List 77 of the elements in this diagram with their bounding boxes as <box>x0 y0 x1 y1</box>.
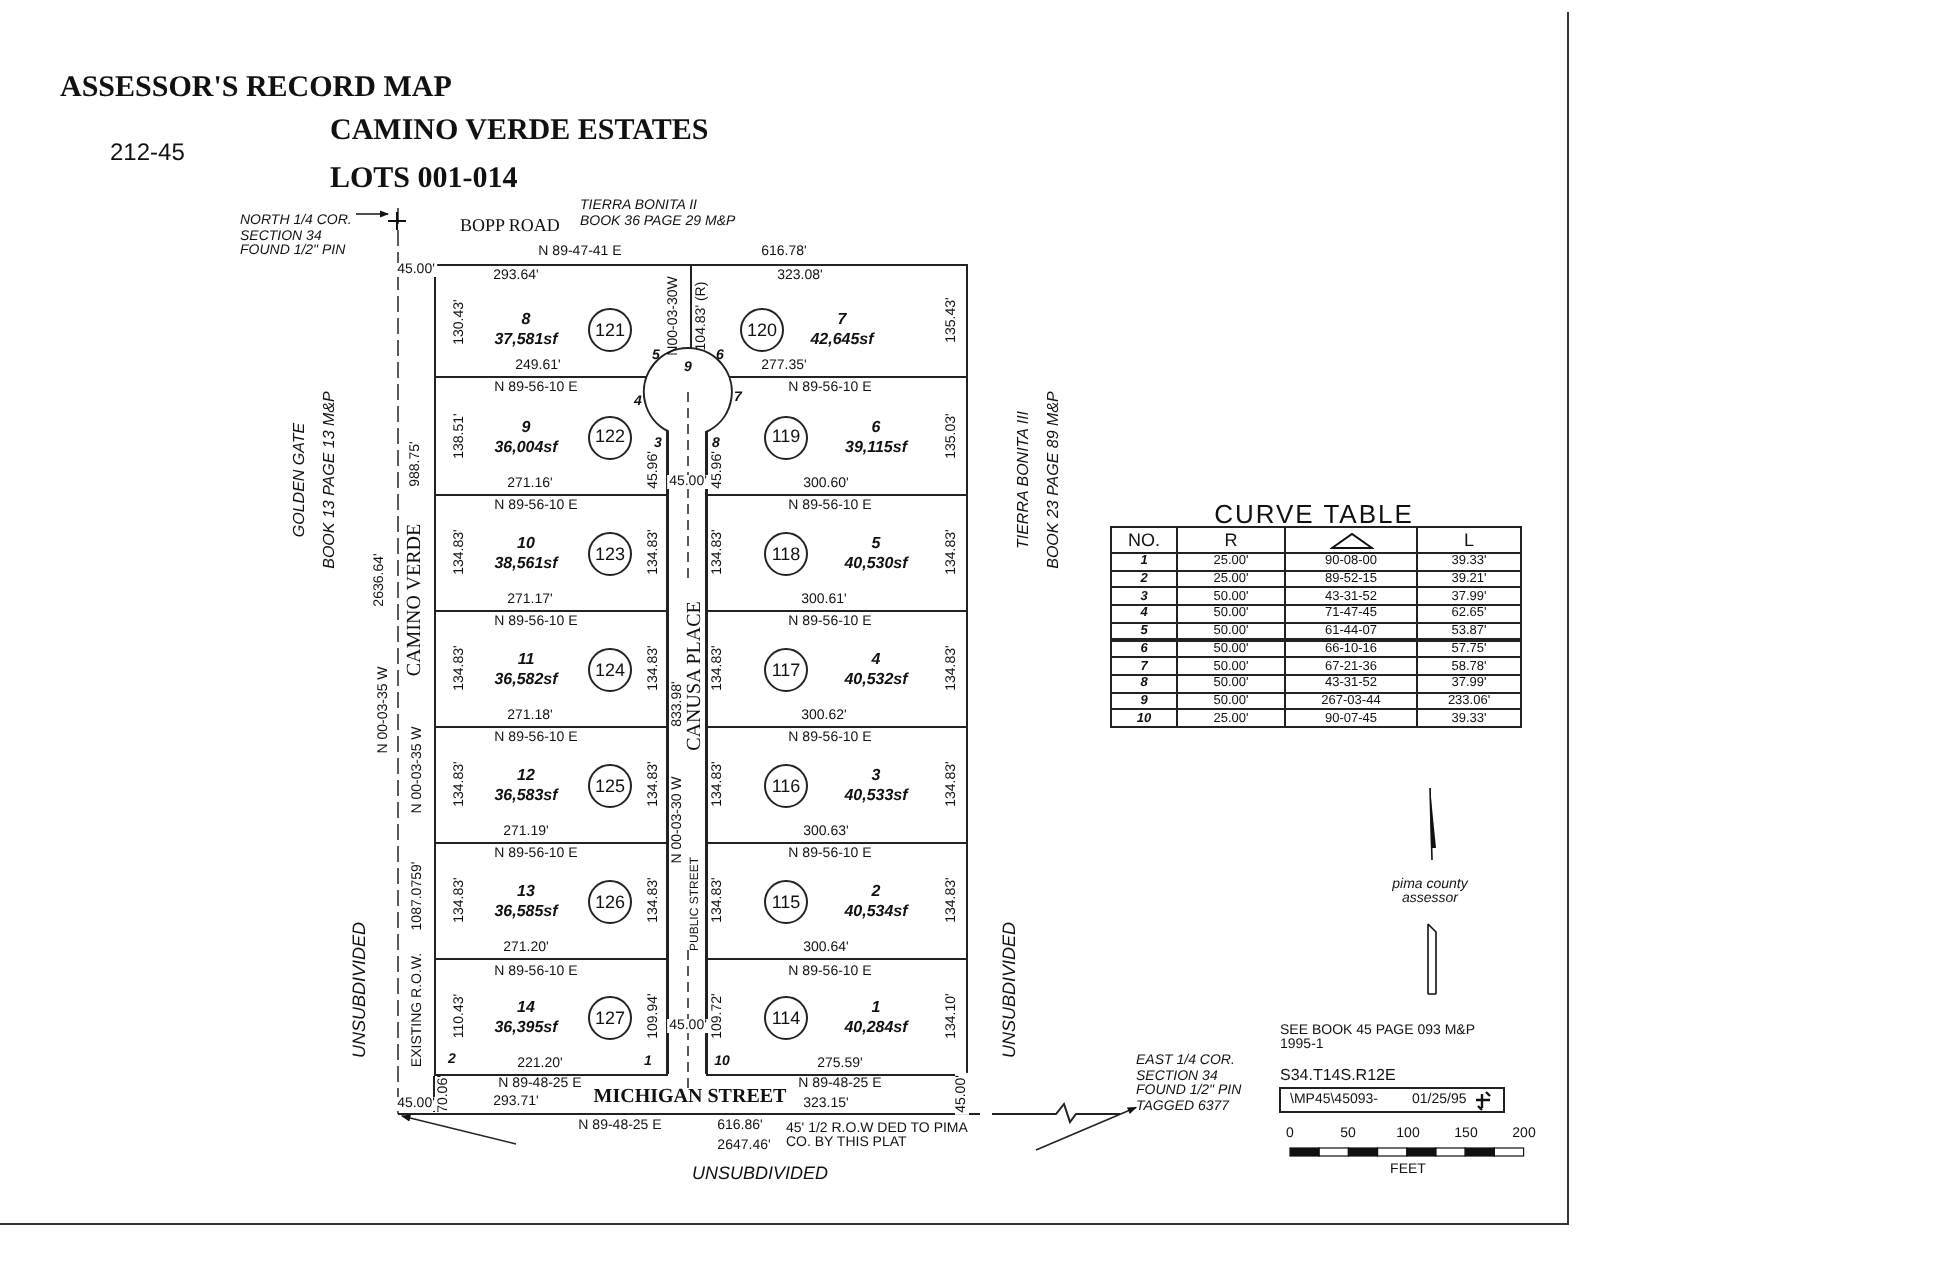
book-number-circle <box>764 996 808 1040</box>
book-number-circle <box>764 880 808 924</box>
lot-area: 40,530sf <box>844 556 908 572</box>
book-number-circle <box>764 532 808 576</box>
map-heading: LOTS 001-014 <box>330 165 518 195</box>
lot-number: 4 <box>871 652 881 668</box>
leader-arrow <box>355 210 390 218</box>
lot-area: 36,585sf <box>494 904 558 920</box>
book-number-circle <box>588 415 632 459</box>
map-heading: CANUSA PLACE <box>686 601 706 751</box>
lot-area: 37,581sf <box>494 332 558 348</box>
lot-number: 11 <box>517 652 535 668</box>
lot-area: 42,645sf <box>810 332 874 348</box>
lot-number: 1 <box>871 1000 881 1016</box>
book-number-circle <box>588 880 632 924</box>
book-number: 120 <box>746 321 778 339</box>
lot-area: 40,533sf <box>844 788 908 804</box>
book-number-circle <box>588 532 632 576</box>
lot-number: 12 <box>517 768 535 784</box>
lot-number: 5 <box>871 536 881 552</box>
lot-area: 36,004sf <box>494 439 558 455</box>
lot-area: 40,532sf <box>844 672 908 688</box>
adjoining-parcel-label: BOOK 23 PAGE 89 M&P <box>1046 391 1062 569</box>
table-header-cell: L <box>1416 526 1522 554</box>
book-number-circle <box>764 415 808 459</box>
leader-arrow <box>1035 1106 1138 1151</box>
adjoining-parcel-label: BOOK 13 PAGE 13 M&P <box>322 391 338 569</box>
book-number: 122 <box>594 428 626 446</box>
map-heading: CAMINO VERDE <box>406 521 426 679</box>
book-number: 119 <box>771 428 801 446</box>
book-number: 125 <box>594 777 626 795</box>
book-number: 121 <box>594 321 626 339</box>
map-heading: CURVE TABLE <box>1214 501 1414 527</box>
lot-area: 38,561sf <box>494 556 558 572</box>
book-number-circle <box>588 764 632 808</box>
lot-number: 6 <box>871 419 881 435</box>
book-number-circle <box>588 308 632 352</box>
book-number: 127 <box>594 1009 626 1027</box>
lot-number: 3 <box>871 768 881 784</box>
book-number-circle <box>588 648 632 692</box>
lot-area: 39,115sf <box>845 439 907 455</box>
book-number: 116 <box>771 777 801 795</box>
lot-area: 40,534sf <box>844 904 908 920</box>
adjoining-parcel-label: UNSUBDIVIDED <box>351 922 369 1058</box>
lot-number: 2 <box>871 884 881 900</box>
lot-number: 9 <box>521 419 531 435</box>
book-number-circle <box>764 764 808 808</box>
map-number: 212-45 <box>110 140 185 164</box>
map-note: S34.T14S.R12E <box>1280 1068 1396 1084</box>
book-number: 117 <box>771 661 801 679</box>
lot-number: 14 <box>517 1000 535 1016</box>
book-number: 118 <box>771 545 801 563</box>
map-heading: BOPP ROAD <box>460 217 560 235</box>
lot-number: 10 <box>517 536 535 552</box>
lot-number: 8 <box>521 312 531 328</box>
book-number: 123 <box>594 545 626 563</box>
table-header-cell: NO. <box>1110 526 1178 554</box>
book-number: 124 <box>594 661 626 679</box>
book-number: 115 <box>771 893 801 911</box>
book-number-circle <box>764 648 808 692</box>
book-number-circle <box>740 308 784 352</box>
book-number-circle <box>588 996 632 1040</box>
lot-area: 36,395sf <box>494 1020 558 1036</box>
lot-area: 36,582sf <box>494 672 558 688</box>
lot-number: 7 <box>837 312 847 328</box>
adjoining-parcel-label: GOLDEN GATE <box>292 422 308 538</box>
map-heading: CAMINO VERDE ESTATES <box>330 117 709 147</box>
lot-area: 40,284sf <box>844 1020 908 1036</box>
book-number: 114 <box>771 1009 801 1027</box>
adjoining-parcel-label: UNSUBDIVIDED <box>692 1165 828 1183</box>
lot-area: 36,583sf <box>494 788 558 804</box>
map-heading: MICHIGAN STREET <box>591 1088 789 1108</box>
lot-number: 13 <box>517 884 535 900</box>
adjoining-parcel-label: TIERRA BONITA III <box>1016 410 1032 550</box>
adjoining-parcel-label: UNSUBDIVIDED <box>1001 922 1019 1058</box>
map-title: ASSESSOR'S RECORD MAP <box>60 72 452 106</box>
book-number: 126 <box>594 893 626 911</box>
